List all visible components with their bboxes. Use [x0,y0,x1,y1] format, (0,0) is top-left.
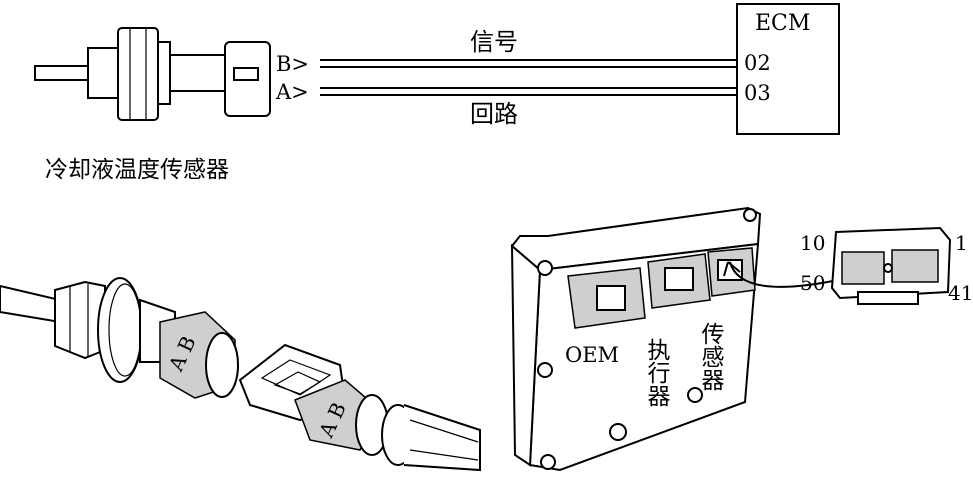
pin-b-label: B> [276,52,309,76]
pin-50-label: 50 [800,271,825,295]
port-oem-label: OEM [565,343,619,367]
ecm-module-illustration: OEM 执行器 传感器 [510,206,839,472]
port-sensor-label: 传感器 [697,322,725,391]
ecm-box: ECM 02 03 [736,3,840,135]
pin-1-label: 1 [955,231,968,255]
mating-connector-illustration: A B [238,343,481,472]
sensor-schematic [34,27,271,121]
signal-wire [320,59,738,68]
pin-10-label: 10 [800,231,825,255]
connector-pin-labels: B> A> [275,52,309,104]
sensor-caption: 冷却液温度传感器 [45,157,229,183]
signal-wire-label: 信号 [470,28,518,56]
pin-41-label: 41 [948,281,973,305]
port-actuator-label: 执行器 [643,338,671,407]
pin-a-label: A> [275,80,309,104]
return-wire [320,87,738,96]
ecm-pin-03: 03 [744,81,771,105]
ecm-harness-connector: 10 50 1 41 [800,226,973,305]
ecm-pin-02: 02 [744,51,771,75]
return-wire-label: 回路 [470,100,518,128]
sensor-illustration: A B [0,277,239,399]
ecm-label: ECM [755,11,810,36]
